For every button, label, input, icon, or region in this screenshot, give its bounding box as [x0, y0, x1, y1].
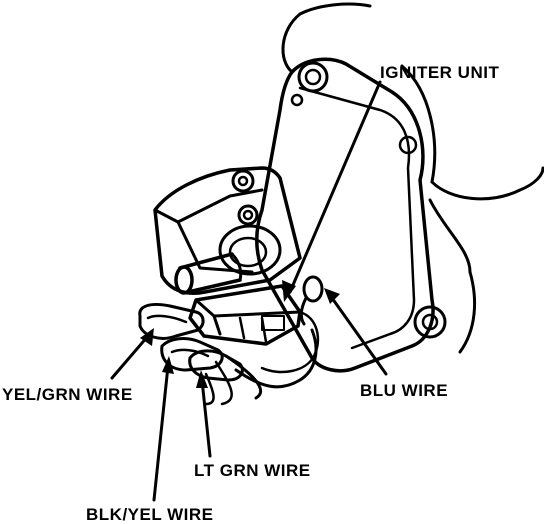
distributor-shaft: [174, 252, 243, 295]
igniter-unit-label: IGNITER UNIT: [380, 63, 499, 82]
leader-lines: [110, 80, 388, 502]
distributor-flange: [255, 57, 447, 373]
yel-grn-arrowhead: [140, 328, 154, 346]
wire-harness: [204, 275, 324, 406]
wire-connector-terminals: [138, 302, 244, 382]
blk-yel-arrowhead: [162, 356, 174, 374]
blu-wire-arrowhead: [324, 288, 340, 304]
igniter-unit-arrowhead: [282, 280, 296, 302]
lt-grn-arrowhead: [196, 370, 208, 388]
yel-grn-wire-label: YEL/GRN WIRE: [2, 385, 133, 404]
blk-yel-wire-label: BLK/YEL WIRE: [86, 505, 214, 524]
blu-wire-label: BLU WIRE: [360, 381, 448, 400]
engine-housing-outline: [281, 2, 544, 354]
lt-grn-wire-label: LT GRN WIRE: [194, 461, 311, 480]
